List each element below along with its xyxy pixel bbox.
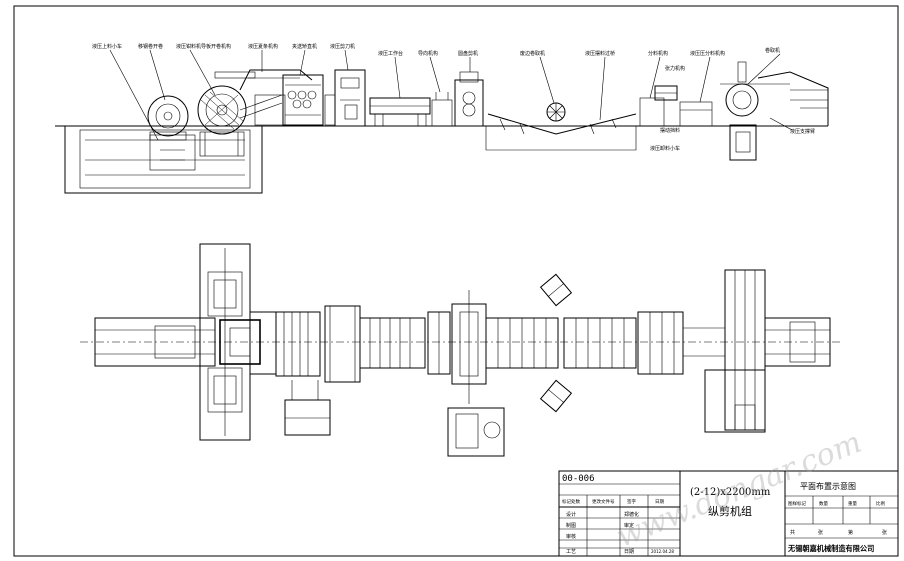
row-label-check: 审核	[566, 533, 576, 540]
drawing-border	[13, 5, 899, 557]
guide-unit	[431, 99, 453, 127]
label-swing-stopper: 摆动挡料	[660, 127, 680, 134]
product-spec: (2-12)x2200mm	[690, 487, 771, 498]
plan-straightener	[275, 311, 321, 377]
label-pinch-straightener: 夹送矫直机	[292, 43, 317, 50]
weight-header-1: 数量	[819, 500, 828, 507]
label-separator: 分料机构	[648, 50, 668, 57]
recoiler-icon	[720, 61, 790, 161]
drawing-date: 2012.04.28	[651, 549, 674, 554]
separator-unit	[639, 97, 665, 127]
company-name: 无锡朝嘉机械制造有限公司	[787, 544, 874, 553]
header-cell-1: 更改文件号	[592, 498, 615, 505]
label-slitter: 圆盘剪机	[458, 50, 478, 57]
label-uncoiler: 液压钳料机导板开卷机构	[176, 43, 231, 50]
header-cell-3: 日期	[655, 499, 664, 505]
coil-circle-icon	[147, 95, 189, 141]
uncoiler-mandrel-icon	[197, 85, 247, 157]
shear-icon	[334, 69, 366, 127]
plan-view	[80, 243, 840, 457]
label-work-table: 液压工作台	[378, 50, 403, 57]
label-tension: 张力机构	[665, 65, 685, 72]
drawing-title: 平面布置示意图	[800, 481, 856, 491]
plan-slitter-drive	[447, 407, 505, 457]
label-scrap-winder: 废边卷取机	[520, 50, 545, 57]
support-arm	[757, 71, 829, 126]
product-name: 纵剪机组	[708, 504, 752, 518]
drawing-number: 00-006	[562, 474, 595, 484]
row-label-draw: 制图	[566, 522, 576, 529]
label-recoiler: 卷取机	[765, 47, 780, 54]
label-unload-car: 液压卸料小车	[650, 145, 680, 152]
label-loop-bridge: 液压摆料过桥	[585, 50, 615, 57]
sheet-label-0: 共	[790, 529, 795, 536]
row-value-design: 郑德化	[624, 511, 639, 518]
header-cell-0: 标记处数	[562, 498, 580, 505]
weight-header-0: 图样标记	[788, 500, 806, 507]
weight-header-2: 重量	[848, 500, 857, 507]
label-shear: 液压剪刀机	[330, 43, 355, 50]
plan-unload-track	[764, 317, 831, 367]
row-label-process: 工艺	[566, 549, 576, 555]
title-block: 00-006 标记处数 更改文件号 签字 日期 设计 郑德化 制图 审定 审核 …	[558, 470, 899, 557]
scrap-winder-icon	[546, 102, 566, 122]
row-value-draw: 审定	[624, 522, 634, 529]
header-cell-2: 签字	[627, 498, 636, 505]
plan-hydraulic-station	[284, 399, 331, 436]
label-coil-transfer: 移钢卷开卷	[138, 43, 163, 50]
plan-separator	[637, 311, 684, 375]
label-support-arm: 液压支撑臂	[790, 128, 815, 135]
looping-pit	[487, 113, 637, 135]
side-elevation-view: 液压上料小车 移钢卷开卷 液压钳料机导板开卷机构 液压夏条机构 夹送矫直机 液压…	[55, 43, 829, 194]
straightener-icon	[282, 74, 324, 126]
plan-coil-car-track	[94, 317, 216, 367]
sheet-label-3: 张	[882, 529, 887, 536]
plan-work-table	[359, 317, 426, 369]
slitter-icon	[454, 71, 484, 127]
coil-car-pit	[64, 126, 263, 194]
coil-car	[149, 134, 196, 171]
plan-scrap-winder-top-icon	[539, 273, 573, 307]
row-value-process: 日期	[624, 549, 634, 555]
label-press-separator: 液压压分料机构	[690, 50, 725, 57]
label-guide: 导向机构	[418, 50, 438, 57]
sheet-label-1: 张	[818, 529, 823, 536]
sheet-label-2: 第	[848, 529, 853, 536]
plan-scrap-winder-bottom-icon	[539, 379, 573, 413]
label-hold-down: 液压夏条机构	[248, 43, 278, 50]
weight-header-3: 比例	[876, 500, 885, 507]
row-label-design: 设计	[566, 511, 576, 518]
label-coil-car: 液压上料小车	[92, 43, 122, 50]
